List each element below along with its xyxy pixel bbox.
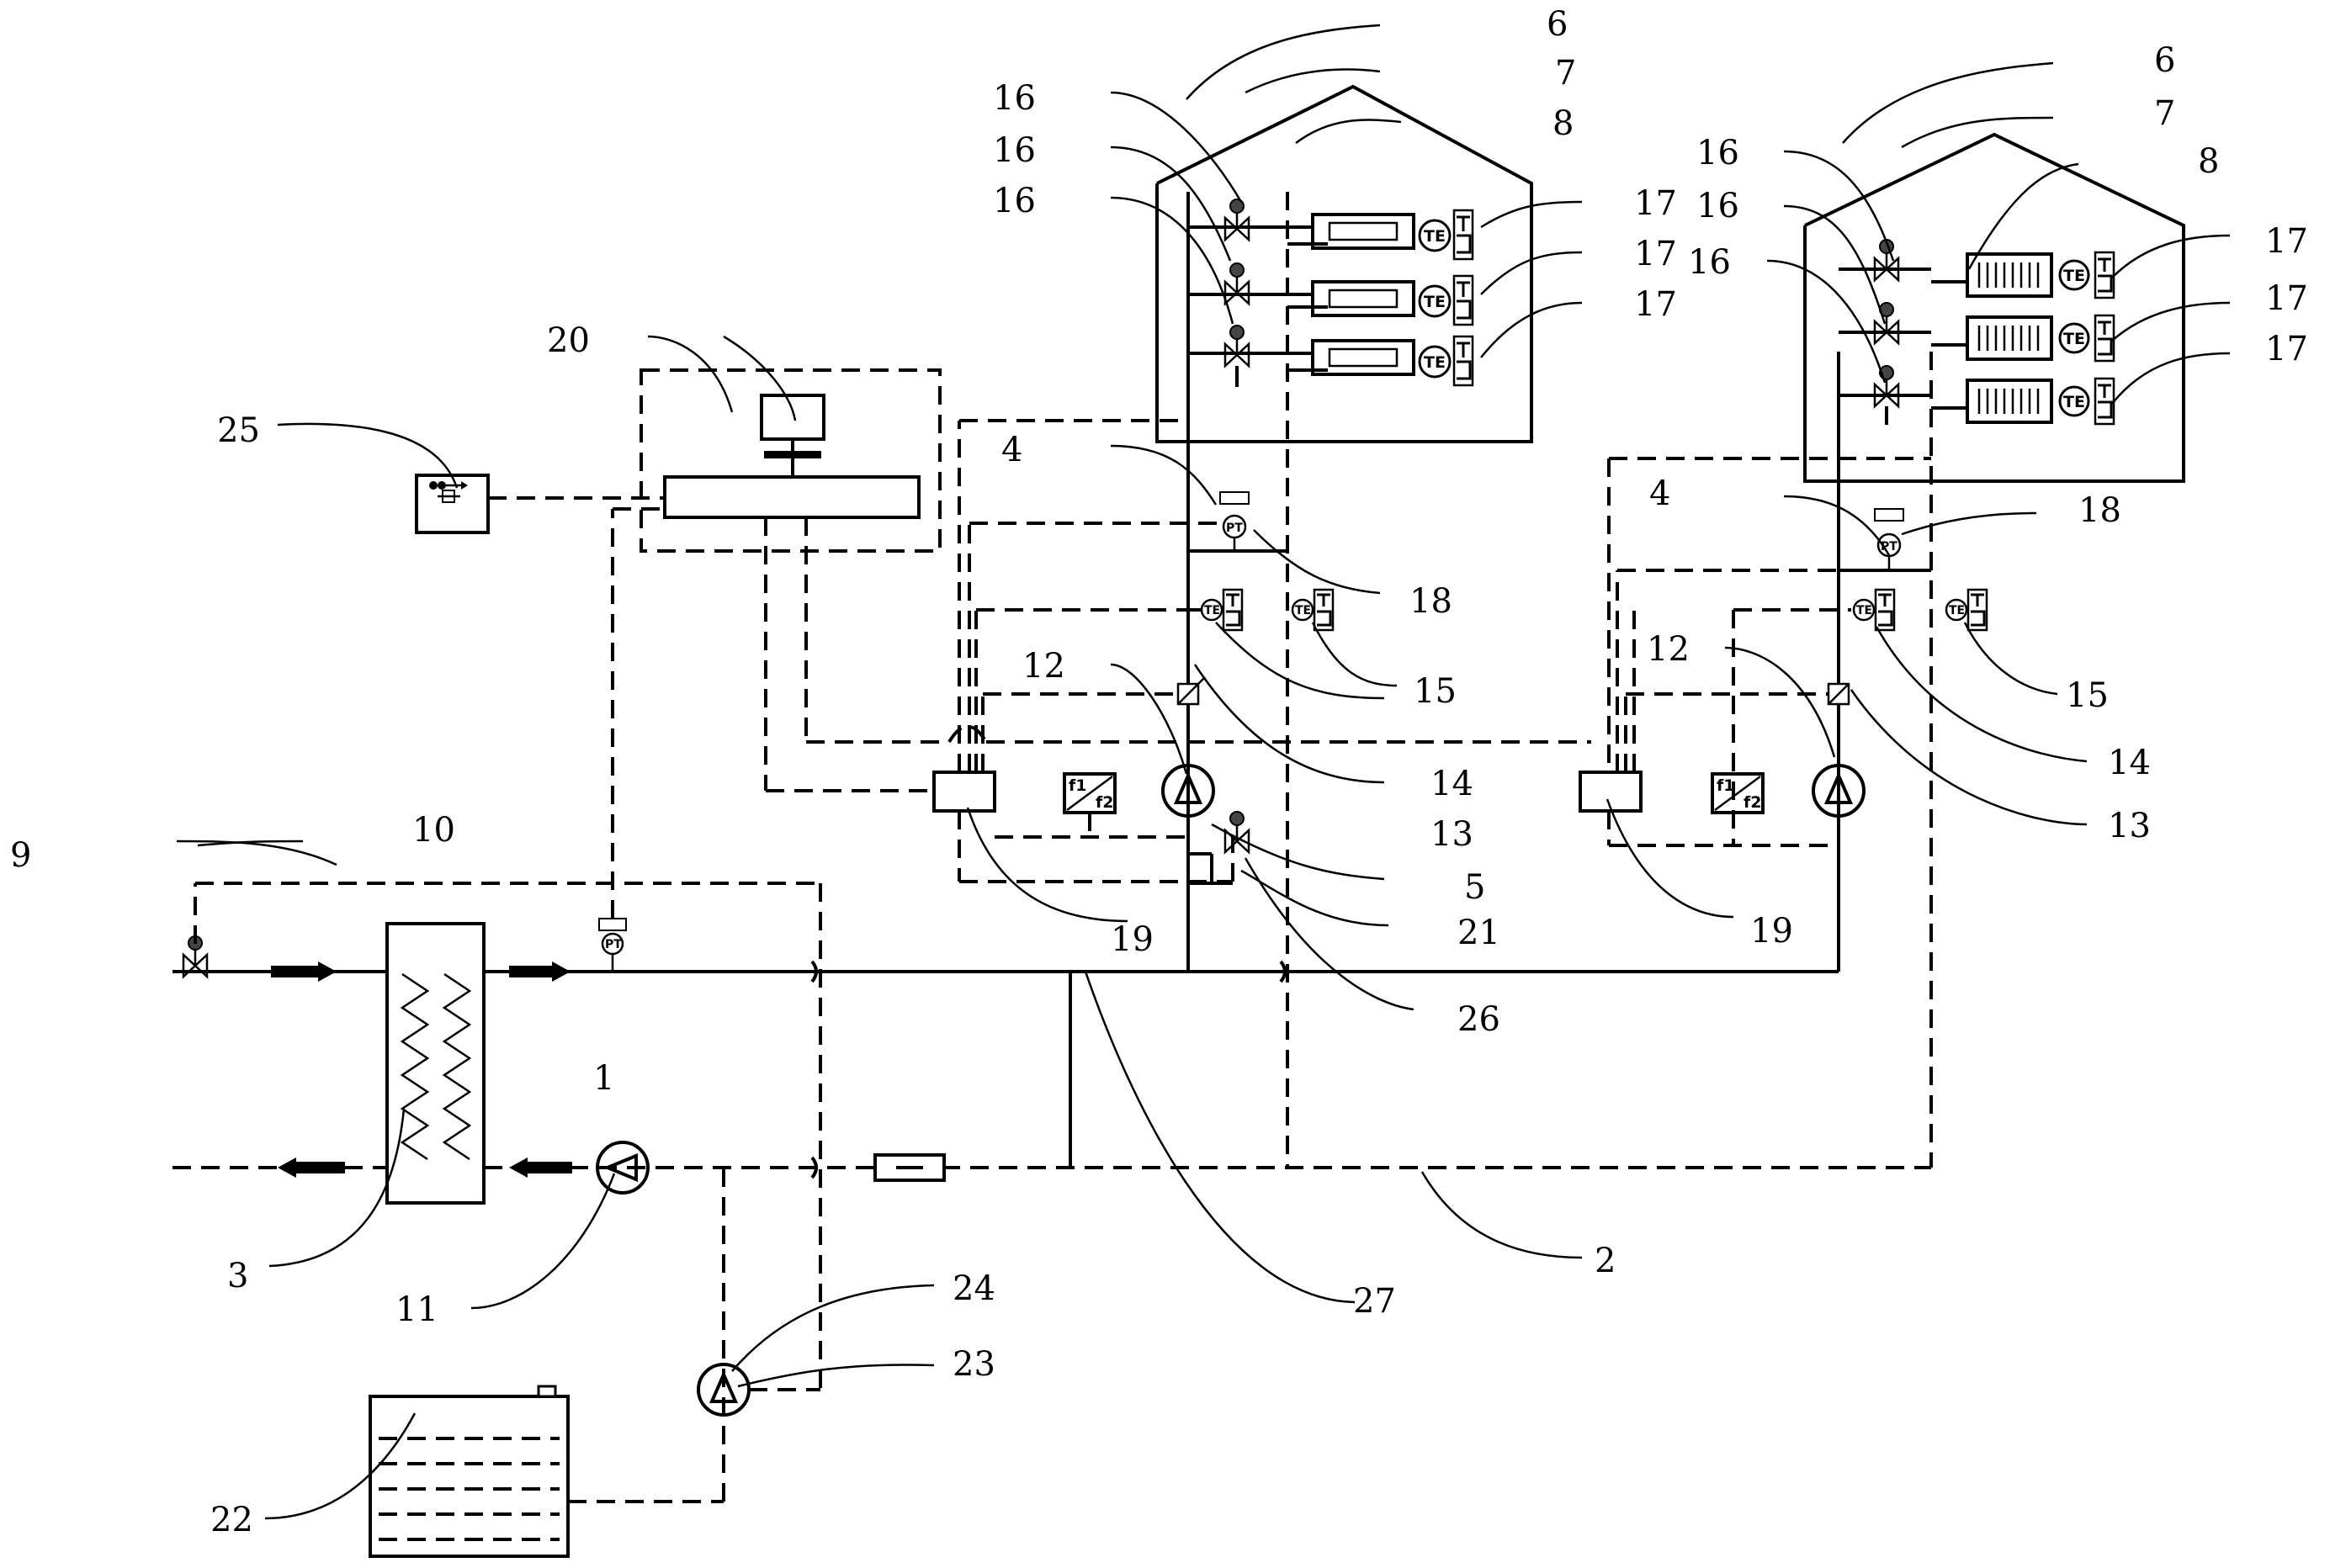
svg-text:TE: TE xyxy=(1856,604,1872,617)
label-1: 1 xyxy=(593,1059,614,1098)
svg-text:f2: f2 xyxy=(1744,793,1762,812)
svg-text:TE: TE xyxy=(1949,604,1965,617)
svg-text:TE: TE xyxy=(2063,267,2085,285)
label-17-d: 17 xyxy=(2265,222,2308,261)
callouts xyxy=(264,24,2231,1520)
label-20: 20 xyxy=(547,321,590,360)
label-2: 2 xyxy=(1595,1242,1616,1280)
label-12-a: 12 xyxy=(1022,647,1065,686)
label-4-a: 4 xyxy=(1001,431,1022,469)
svg-text:TE: TE xyxy=(2063,330,2085,348)
label-13-b: 13 xyxy=(2108,807,2151,845)
label-16-a: 16 xyxy=(993,79,1036,118)
label-26: 26 xyxy=(1457,1000,1500,1039)
label-15-b: 15 xyxy=(2066,676,2109,715)
label-3: 3 xyxy=(227,1257,248,1295)
label-17-b: 17 xyxy=(1634,235,1677,273)
svg-text:TE: TE xyxy=(1424,227,1446,246)
label-8-b: 8 xyxy=(2198,142,2219,181)
label-27: 27 xyxy=(1353,1282,1396,1321)
label-23: 23 xyxy=(953,1345,995,1384)
label-9: 9 xyxy=(10,836,31,875)
label-7-a: 7 xyxy=(1555,54,1576,93)
label-25: 25 xyxy=(217,411,260,450)
label-12-b: 12 xyxy=(1647,630,1690,669)
label-17-f: 17 xyxy=(2265,330,2308,368)
label-17-c: 17 xyxy=(1634,285,1677,324)
svg-text:TE: TE xyxy=(1424,353,1446,372)
label-14-a: 14 xyxy=(1430,765,1473,803)
label-18-b: 18 xyxy=(2078,491,2121,530)
label-14-b: 14 xyxy=(2108,744,2151,782)
svg-text:f1: f1 xyxy=(1069,776,1087,795)
label-11: 11 xyxy=(395,1290,438,1329)
svg-text:f2: f2 xyxy=(1096,793,1114,812)
label-16-e: 16 xyxy=(1696,187,1739,225)
svg-text:TE: TE xyxy=(1424,293,1446,311)
label-10: 10 xyxy=(412,811,455,850)
label-22: 22 xyxy=(210,1501,253,1539)
label-19-a: 19 xyxy=(1111,920,1154,959)
svg-text:TE: TE xyxy=(1295,604,1311,617)
label-17-e: 17 xyxy=(2265,279,2308,318)
label-21: 21 xyxy=(1457,914,1500,952)
label-13-a: 13 xyxy=(1430,815,1473,854)
label-16-b: 16 xyxy=(993,131,1036,170)
label-17-a: 17 xyxy=(1634,184,1677,223)
svg-text:PT: PT xyxy=(605,938,622,951)
label-7-b: 7 xyxy=(2154,94,2175,133)
label-16-f: 16 xyxy=(1688,243,1731,282)
label-18-a: 18 xyxy=(1409,582,1452,621)
svg-text:TE: TE xyxy=(1204,604,1220,617)
label-6-b: 6 xyxy=(2154,41,2175,80)
label-19-b: 19 xyxy=(1750,912,1793,951)
label-16-c: 16 xyxy=(993,182,1036,220)
label-5: 5 xyxy=(1464,868,1485,907)
label-6-a: 6 xyxy=(1547,5,1568,44)
svg-text:TE: TE xyxy=(2063,393,2085,411)
svg-text:f1: f1 xyxy=(1717,776,1735,795)
label-24: 24 xyxy=(953,1269,995,1308)
label-15-a: 15 xyxy=(1414,672,1457,711)
label-4-b: 4 xyxy=(1649,474,1670,513)
svg-text:PT: PT xyxy=(1226,522,1243,535)
label-8-a: 8 xyxy=(1552,104,1574,143)
label-16-d: 16 xyxy=(1696,134,1739,172)
